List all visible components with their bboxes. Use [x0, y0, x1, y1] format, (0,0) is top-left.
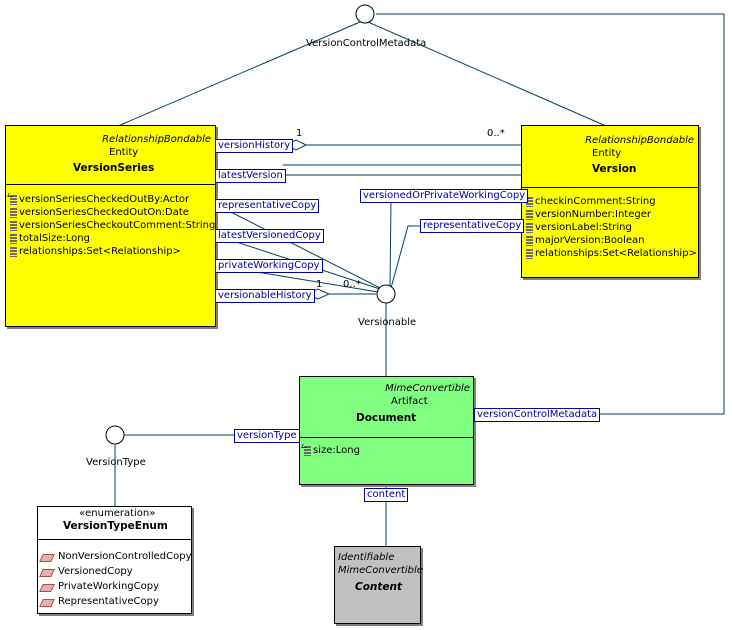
versiontypeenum-stereotype: «enumeration» — [79, 508, 156, 519]
version-name: Version — [592, 163, 637, 175]
document-name: Document — [356, 412, 417, 424]
attribute-icon — [304, 445, 311, 456]
vcm-to-version-line — [367, 21, 607, 127]
attribute-row: relationships:Set<Relationship> — [526, 247, 697, 260]
versiontypeenum-literals: NonVersionControlledCopy VersionedCopy P… — [41, 549, 192, 609]
label-version-type[interactable]: versionType — [234, 429, 300, 443]
version-class[interactable]: RelationshipBondable Entity Version chec… — [521, 125, 699, 278]
versiontypeenum-class[interactable]: «enumeration» VersionTypeEnum NonVersion… — [37, 506, 192, 614]
attribute-row: versionNumber:Integer — [526, 208, 697, 221]
version-kind: Entity — [592, 148, 622, 159]
attribute-icon — [10, 207, 17, 218]
version-stereotype: RelationshipBondable — [585, 135, 694, 146]
content-stereotype-1: Identifiable — [338, 552, 395, 563]
attribute-row: versionLabel:String — [526, 221, 697, 234]
versionseries-separator — [6, 184, 215, 185]
attribute-icon — [10, 246, 17, 257]
vcm-interface-circle — [355, 4, 375, 24]
attribute-icon — [526, 235, 533, 246]
representativecopy-series-line — [214, 203, 385, 291]
multiplicity-version-history-many: 0..* — [487, 128, 505, 139]
versionseries-class[interactable]: RelationshipBondable Entity VersionSerie… — [5, 125, 216, 327]
enum-literal-icon — [41, 567, 54, 576]
versionable-interface-label: Versionable — [358, 317, 417, 328]
label-versioned-or-private-working-copy[interactable]: versionedOrPrivateWorkingCopy — [360, 189, 529, 203]
content-class[interactable]: Identifiable MimeConvertible Content — [334, 546, 423, 624]
document-separator — [300, 437, 473, 438]
versionseries-name: VersionSeries — [73, 162, 155, 174]
version-attributes: checkinComment:String versionNumber:Inte… — [526, 195, 697, 260]
attribute-icon — [526, 222, 533, 233]
attribute-row: majorVersion:Boolean — [526, 234, 697, 247]
vcm-to-versionseries-line — [117, 21, 361, 127]
enum-literal-icon — [41, 597, 54, 606]
enum-literal-icon — [41, 552, 54, 561]
versiontype-interface-circle — [105, 425, 125, 445]
label-representative-copy-version[interactable]: representativeCopy — [420, 219, 525, 233]
document-kind: Artifact — [391, 396, 428, 407]
attribute-icon — [10, 233, 17, 244]
label-content[interactable]: content — [364, 488, 409, 502]
attribute-icon — [10, 220, 17, 231]
attribute-icon — [10, 194, 17, 205]
label-private-working-copy[interactable]: privateWorkingCopy — [215, 259, 323, 273]
attribute-icon — [526, 209, 533, 220]
enum-literal-row: NonVersionControlledCopy — [41, 549, 192, 564]
attribute-row: size:Long — [304, 444, 360, 457]
attribute-icon — [526, 196, 533, 207]
versiontype-interface-label: VersionType — [86, 457, 146, 468]
content-name: Content — [355, 581, 403, 593]
enum-literal-row: RepresentativeCopy — [41, 594, 192, 609]
enum-literal-row: PrivateWorkingCopy — [41, 579, 192, 594]
document-stereotype: MimeConvertible — [385, 383, 470, 394]
representativecopy-version-line — [390, 225, 521, 289]
label-version-control-metadata[interactable]: versionControlMetadata — [474, 408, 601, 422]
content-stereotype-2: MimeConvertible — [338, 565, 423, 576]
label-representative-copy-series[interactable]: representativeCopy — [215, 199, 320, 213]
enum-literal-icon — [41, 582, 54, 591]
attribute-row: versionSeriesCheckoutComment:String — [10, 219, 215, 232]
enum-literal-row: VersionedCopy — [41, 564, 192, 579]
versiontypeenum-separator — [38, 539, 191, 540]
attribute-row: checkinComment:String — [526, 195, 697, 208]
label-latest-versioned-copy[interactable]: latestVersionedCopy — [215, 229, 324, 243]
label-latest-version[interactable]: latestVersion — [215, 169, 286, 183]
versionable-interface-circle — [376, 284, 396, 304]
attribute-row: relationships:Set<Relationship> — [10, 245, 215, 258]
label-versionable-history[interactable]: versionableHistory — [215, 289, 315, 303]
attribute-row: versionSeriesCheckedOutBy:Actor — [10, 193, 215, 206]
version-separator — [522, 187, 698, 188]
versionseries-stereotype: RelationshipBondable — [102, 134, 211, 145]
attribute-icon — [526, 248, 533, 259]
attribute-row: versionSeriesCheckedOutOn:Date — [10, 206, 215, 219]
vcm-interface-label: VersionControlMetadata — [306, 38, 427, 49]
document-class[interactable]: MimeConvertible Artifact Document size:L… — [299, 376, 474, 485]
multiplicity-versionable-history-many: 0..* — [343, 279, 361, 290]
document-attributes: size:Long — [304, 444, 360, 457]
multiplicity-versionable-history-one: 1 — [316, 279, 323, 290]
label-version-history[interactable]: versionHistory — [215, 139, 294, 153]
multiplicity-version-history-one: 1 — [296, 128, 303, 139]
versionedorprivate-line — [389, 199, 392, 288]
versionseries-kind: Entity — [109, 147, 139, 158]
versionseries-attributes: versionSeriesCheckedOutBy:Actor versionS… — [10, 193, 215, 258]
attribute-row: totalSize:Long — [10, 232, 215, 245]
versiontypeenum-name: VersionTypeEnum — [63, 520, 168, 532]
